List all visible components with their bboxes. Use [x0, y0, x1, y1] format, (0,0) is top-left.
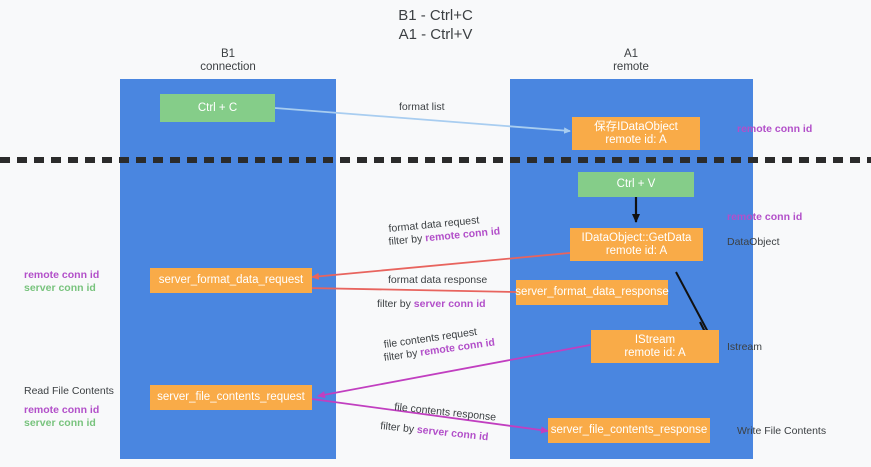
annotation-right-dataobject-text: DataObject — [727, 236, 780, 248]
box-ctrl-c[interactable]: Ctrl + C — [160, 94, 275, 122]
box-ctrl-v[interactable]: Ctrl + V — [578, 172, 694, 197]
annotation-left-bottom-server-conn-id-text: server conn id — [24, 417, 96, 429]
annotation-left-remote-conn-id-text: remote conn id — [24, 269, 100, 281]
column-header-a1-name: A1 — [623, 48, 639, 60]
column-header-a1: A1 remote — [553, 48, 709, 74]
annotation-left-read-file-contents: Read File Contents — [24, 385, 114, 398]
filter-key-server-conn-id-1: server conn id — [413, 298, 486, 310]
annotation-right-remote-conn-id-top-text: remote conn id — [737, 123, 813, 135]
annotation-right-remote-conn-id-mid: remote conn id — [727, 211, 802, 224]
box-save-idataobject[interactable]: 保存IDataObject remote id: A — [572, 117, 700, 150]
title-line-1: B1 - Ctrl+C — [398, 7, 473, 24]
box-save-idataobject-line1: 保存IDataObject — [594, 120, 678, 133]
box-server-file-contents-response-label: server_file_contents_response — [550, 424, 708, 436]
edge-label-format-data-response: format data response — [388, 274, 487, 287]
column-header-b1-name: B1 — [220, 48, 236, 60]
edge-label-filter-server-conn-2: filter by server conn id — [380, 420, 489, 444]
annotation-left-bottom-server-conn-id: server conn id — [24, 417, 96, 430]
annotation-left-bottom-remote-conn-id: remote conn id — [24, 404, 99, 417]
box-server-format-data-response-label: server_format_data_response — [515, 286, 669, 298]
edge-label-format-data-response-text: format data response — [388, 274, 488, 286]
box-server-file-contents-request-label: server_file_contents_request — [157, 391, 305, 403]
annotation-right-remote-conn-id-top: remote conn id — [737, 123, 812, 136]
box-server-file-contents-response[interactable]: server_file_contents_response — [548, 418, 710, 443]
box-server-format-data-request-label: server_format_data_request — [158, 274, 304, 286]
filter-key-server-conn-id-2: server conn id — [416, 423, 489, 444]
box-server-format-data-response[interactable]: server_format_data_response — [515, 280, 669, 305]
edge-label-filter-server-conn-1: filter by server conn id — [377, 298, 486, 311]
annotation-left-read-file-contents-text: Read File Contents — [24, 385, 114, 397]
annotation-right-istream-text: Istream — [727, 341, 763, 353]
box-istream-line1: IStream — [634, 333, 676, 346]
filter-prefix-2: filter by — [377, 298, 414, 310]
box-idataobject-getdata[interactable]: IDataObject::GetData remote id: A — [570, 228, 703, 261]
connector-format-data-response — [300, 284, 517, 293]
edge-label-file-contents-response-text: file contents response — [393, 401, 497, 424]
annotation-left-server-conn-id: server conn id — [24, 282, 96, 295]
box-save-idataobject-line2: remote id: A — [605, 133, 667, 146]
box-ctrl-c-label: Ctrl + C — [197, 101, 238, 114]
annotation-right-write-file-contents-text: Write File Contents — [737, 425, 827, 437]
annotation-left-remote-conn-id: remote conn id — [24, 269, 99, 282]
box-istream-line2: remote id: A — [624, 346, 686, 359]
column-header-b1: B1 connection — [150, 48, 306, 74]
box-istream[interactable]: IStream remote id: A — [591, 330, 719, 363]
annotation-right-istream: Istream — [727, 341, 762, 354]
annotation-right-write-file-contents: Write File Contents — [737, 425, 826, 438]
filter-prefix-1: filter by — [388, 232, 426, 248]
annotation-right-remote-conn-id-mid-text: remote conn id — [727, 211, 803, 223]
annotation-right-dataobject: DataObject — [727, 236, 780, 249]
annotation-left-server-conn-id-text: server conn id — [24, 282, 96, 294]
filter-prefix-4: filter by — [379, 420, 418, 436]
box-ctrl-v-label: Ctrl + V — [616, 178, 656, 190]
page-title: B1 - Ctrl+C A1 - Ctrl+V — [0, 6, 871, 44]
edge-label-format-list-text: format list — [399, 101, 445, 113]
column-header-b1-sub: connection — [200, 61, 256, 73]
column-header-a1-sub: remote — [613, 61, 649, 73]
box-idataobject-getdata-line2: remote id: A — [605, 244, 668, 257]
annotation-left-bottom-remote-conn-id-text: remote conn id — [24, 404, 100, 416]
box-server-file-contents-request[interactable]: server_file_contents_request — [150, 385, 312, 410]
edge-label-file-contents-response: file contents response — [394, 401, 497, 425]
title-line-2: A1 - Ctrl+V — [398, 26, 473, 43]
box-idataobject-getdata-line1: IDataObject::GetData — [581, 231, 692, 244]
edge-label-format-list: format list — [399, 101, 445, 114]
box-server-format-data-request[interactable]: server_format_data_request — [150, 268, 312, 293]
